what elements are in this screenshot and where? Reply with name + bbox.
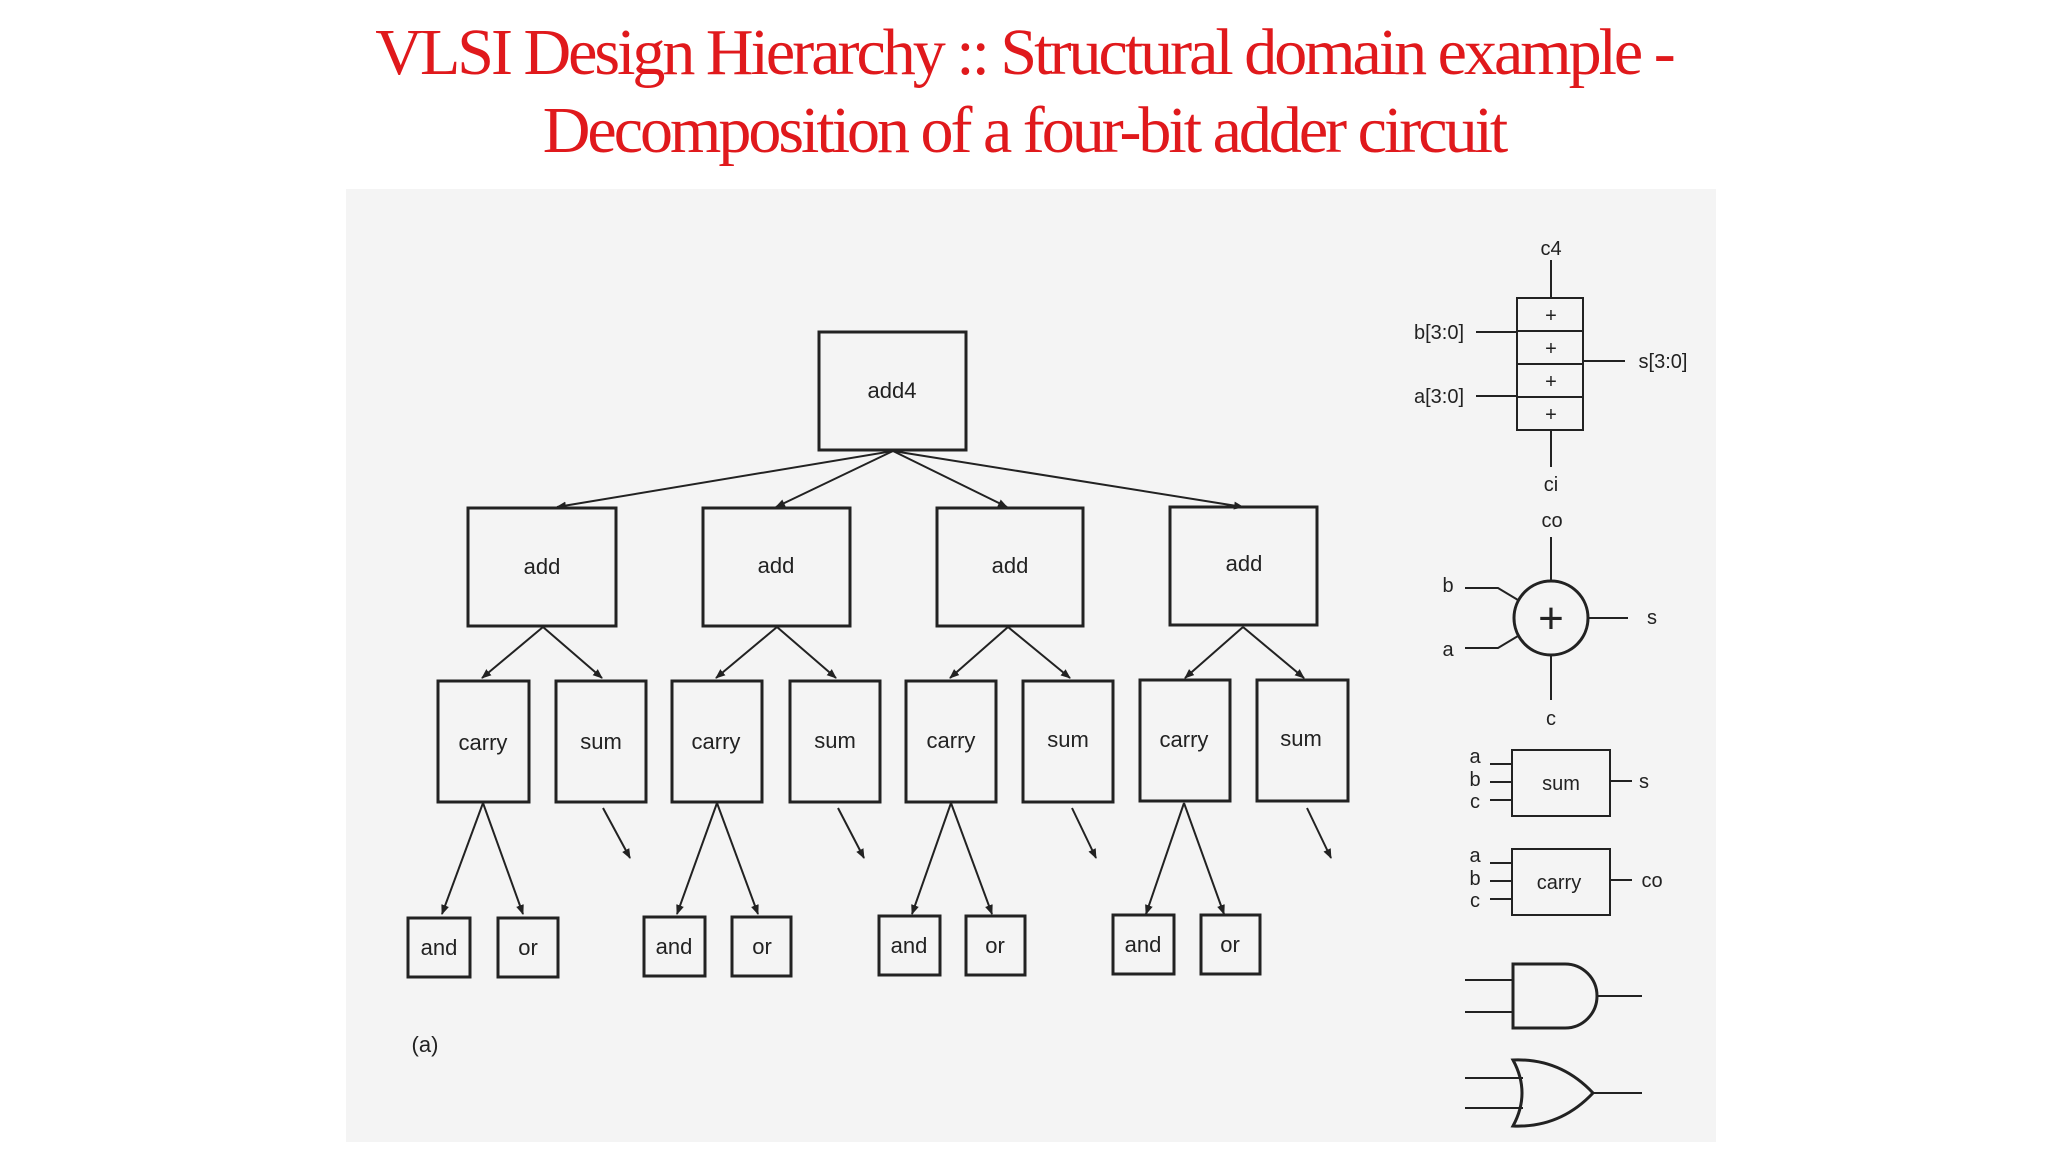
sum-label-1: sum — [580, 729, 622, 754]
sum-box-4 — [1255, 678, 1350, 803]
carry-symbol-label: carry — [1537, 872, 1581, 894]
full-adder-plus: + — [1538, 594, 1564, 643]
c4-label: c4 — [1540, 238, 1561, 260]
or-box-1 — [496, 916, 560, 979]
a-label: a — [1442, 639, 1454, 661]
carry-box-1 — [436, 679, 531, 804]
add4-box — [817, 330, 968, 452]
sum-input-c: c — [1470, 791, 1480, 813]
c-label: c — [1546, 708, 1556, 730]
plus-1: + — [1545, 305, 1557, 327]
carry-label-2: carry — [692, 729, 741, 754]
plus-3: + — [1545, 371, 1557, 393]
plus-4: + — [1545, 404, 1557, 426]
or-label-2: or — [752, 934, 772, 959]
carry-box-3 — [904, 679, 998, 804]
or-label-4: or — [1220, 932, 1240, 957]
and-box-4 — [1111, 913, 1176, 976]
or-box-2 — [730, 915, 793, 978]
sum-label-3: sum — [1047, 727, 1089, 752]
sum-input-b: b — [1469, 769, 1480, 791]
carry-input-b: b — [1469, 868, 1480, 890]
scanned-figure: add4 add add add add carry sum carry sum… — [346, 189, 1716, 1142]
carry-label-4: carry — [1160, 727, 1209, 752]
or-box-4 — [1199, 913, 1262, 976]
title-line-1: VLSI Design Hierarchy :: Structural doma… — [375, 16, 1675, 89]
add-label-2: add — [758, 553, 795, 578]
add-box-2 — [701, 506, 852, 628]
and-box-2 — [642, 915, 707, 978]
s-bus-label: s[3:0] — [1639, 351, 1688, 373]
a-bus-label: a[3:0] — [1414, 386, 1464, 408]
carry-label-3: carry — [927, 728, 976, 753]
and-label-1: and — [421, 935, 458, 960]
sum-label-4: sum — [1280, 726, 1322, 751]
carry-box-4 — [1138, 678, 1232, 803]
add-label-3: add — [992, 553, 1029, 578]
sum-box-3 — [1021, 679, 1115, 804]
add-box-1 — [466, 506, 618, 628]
and-label-4: and — [1125, 932, 1162, 957]
sum-label-2: sum — [814, 728, 856, 753]
b-bus-label: b[3:0] — [1414, 322, 1464, 344]
sum-input-a: a — [1469, 746, 1481, 768]
and-label-2: and — [656, 934, 693, 959]
add-label-1: add — [524, 554, 561, 579]
and-box-1 — [406, 916, 472, 979]
or-box-3 — [964, 914, 1027, 977]
co-label: co — [1541, 510, 1562, 532]
title-line-2: Decomposition of a four-bit adder circui… — [542, 94, 1509, 167]
or-label-3: or — [985, 933, 1005, 958]
sum-box-1 — [554, 679, 648, 804]
carry-input-c: c — [1470, 890, 1480, 912]
carry-box-2 — [670, 679, 764, 804]
add-label-4: add — [1226, 551, 1263, 576]
carry-output-co: co — [1641, 870, 1662, 892]
or-label-1: or — [518, 935, 538, 960]
sum-symbol-label: sum — [1542, 773, 1580, 795]
carry-label-1: carry — [459, 730, 508, 755]
or-gate-symbol — [1510, 1058, 1596, 1128]
slide-title: VLSI Design Hierarchy :: Structural doma… — [0, 14, 2048, 170]
ci-label: ci — [1544, 474, 1558, 496]
hierarchy-diagram: add4 add add add add carry sum carry sum… — [406, 238, 1688, 1128]
carry-input-a: a — [1469, 845, 1481, 867]
add4-label: add4 — [868, 378, 917, 403]
and-box-3 — [877, 914, 942, 977]
s-label: s — [1647, 607, 1657, 629]
and-gate-symbol — [1511, 962, 1599, 1030]
sum-box-2 — [788, 679, 882, 804]
plus-2: + — [1545, 338, 1557, 360]
sum-output-s: s — [1639, 771, 1649, 793]
edge-add4-add-3 — [892, 450, 1008, 508]
figure-caption: (a) — [412, 1032, 439, 1057]
edge-add4-add-2 — [775, 450, 894, 508]
and-label-3: and — [891, 933, 928, 958]
b-label: b — [1442, 575, 1453, 597]
add-box-4 — [1168, 505, 1319, 627]
add-box-3 — [935, 506, 1085, 628]
edge-add4-add-4 — [892, 450, 1244, 510]
edge-add4-add-1 — [556, 450, 894, 510]
